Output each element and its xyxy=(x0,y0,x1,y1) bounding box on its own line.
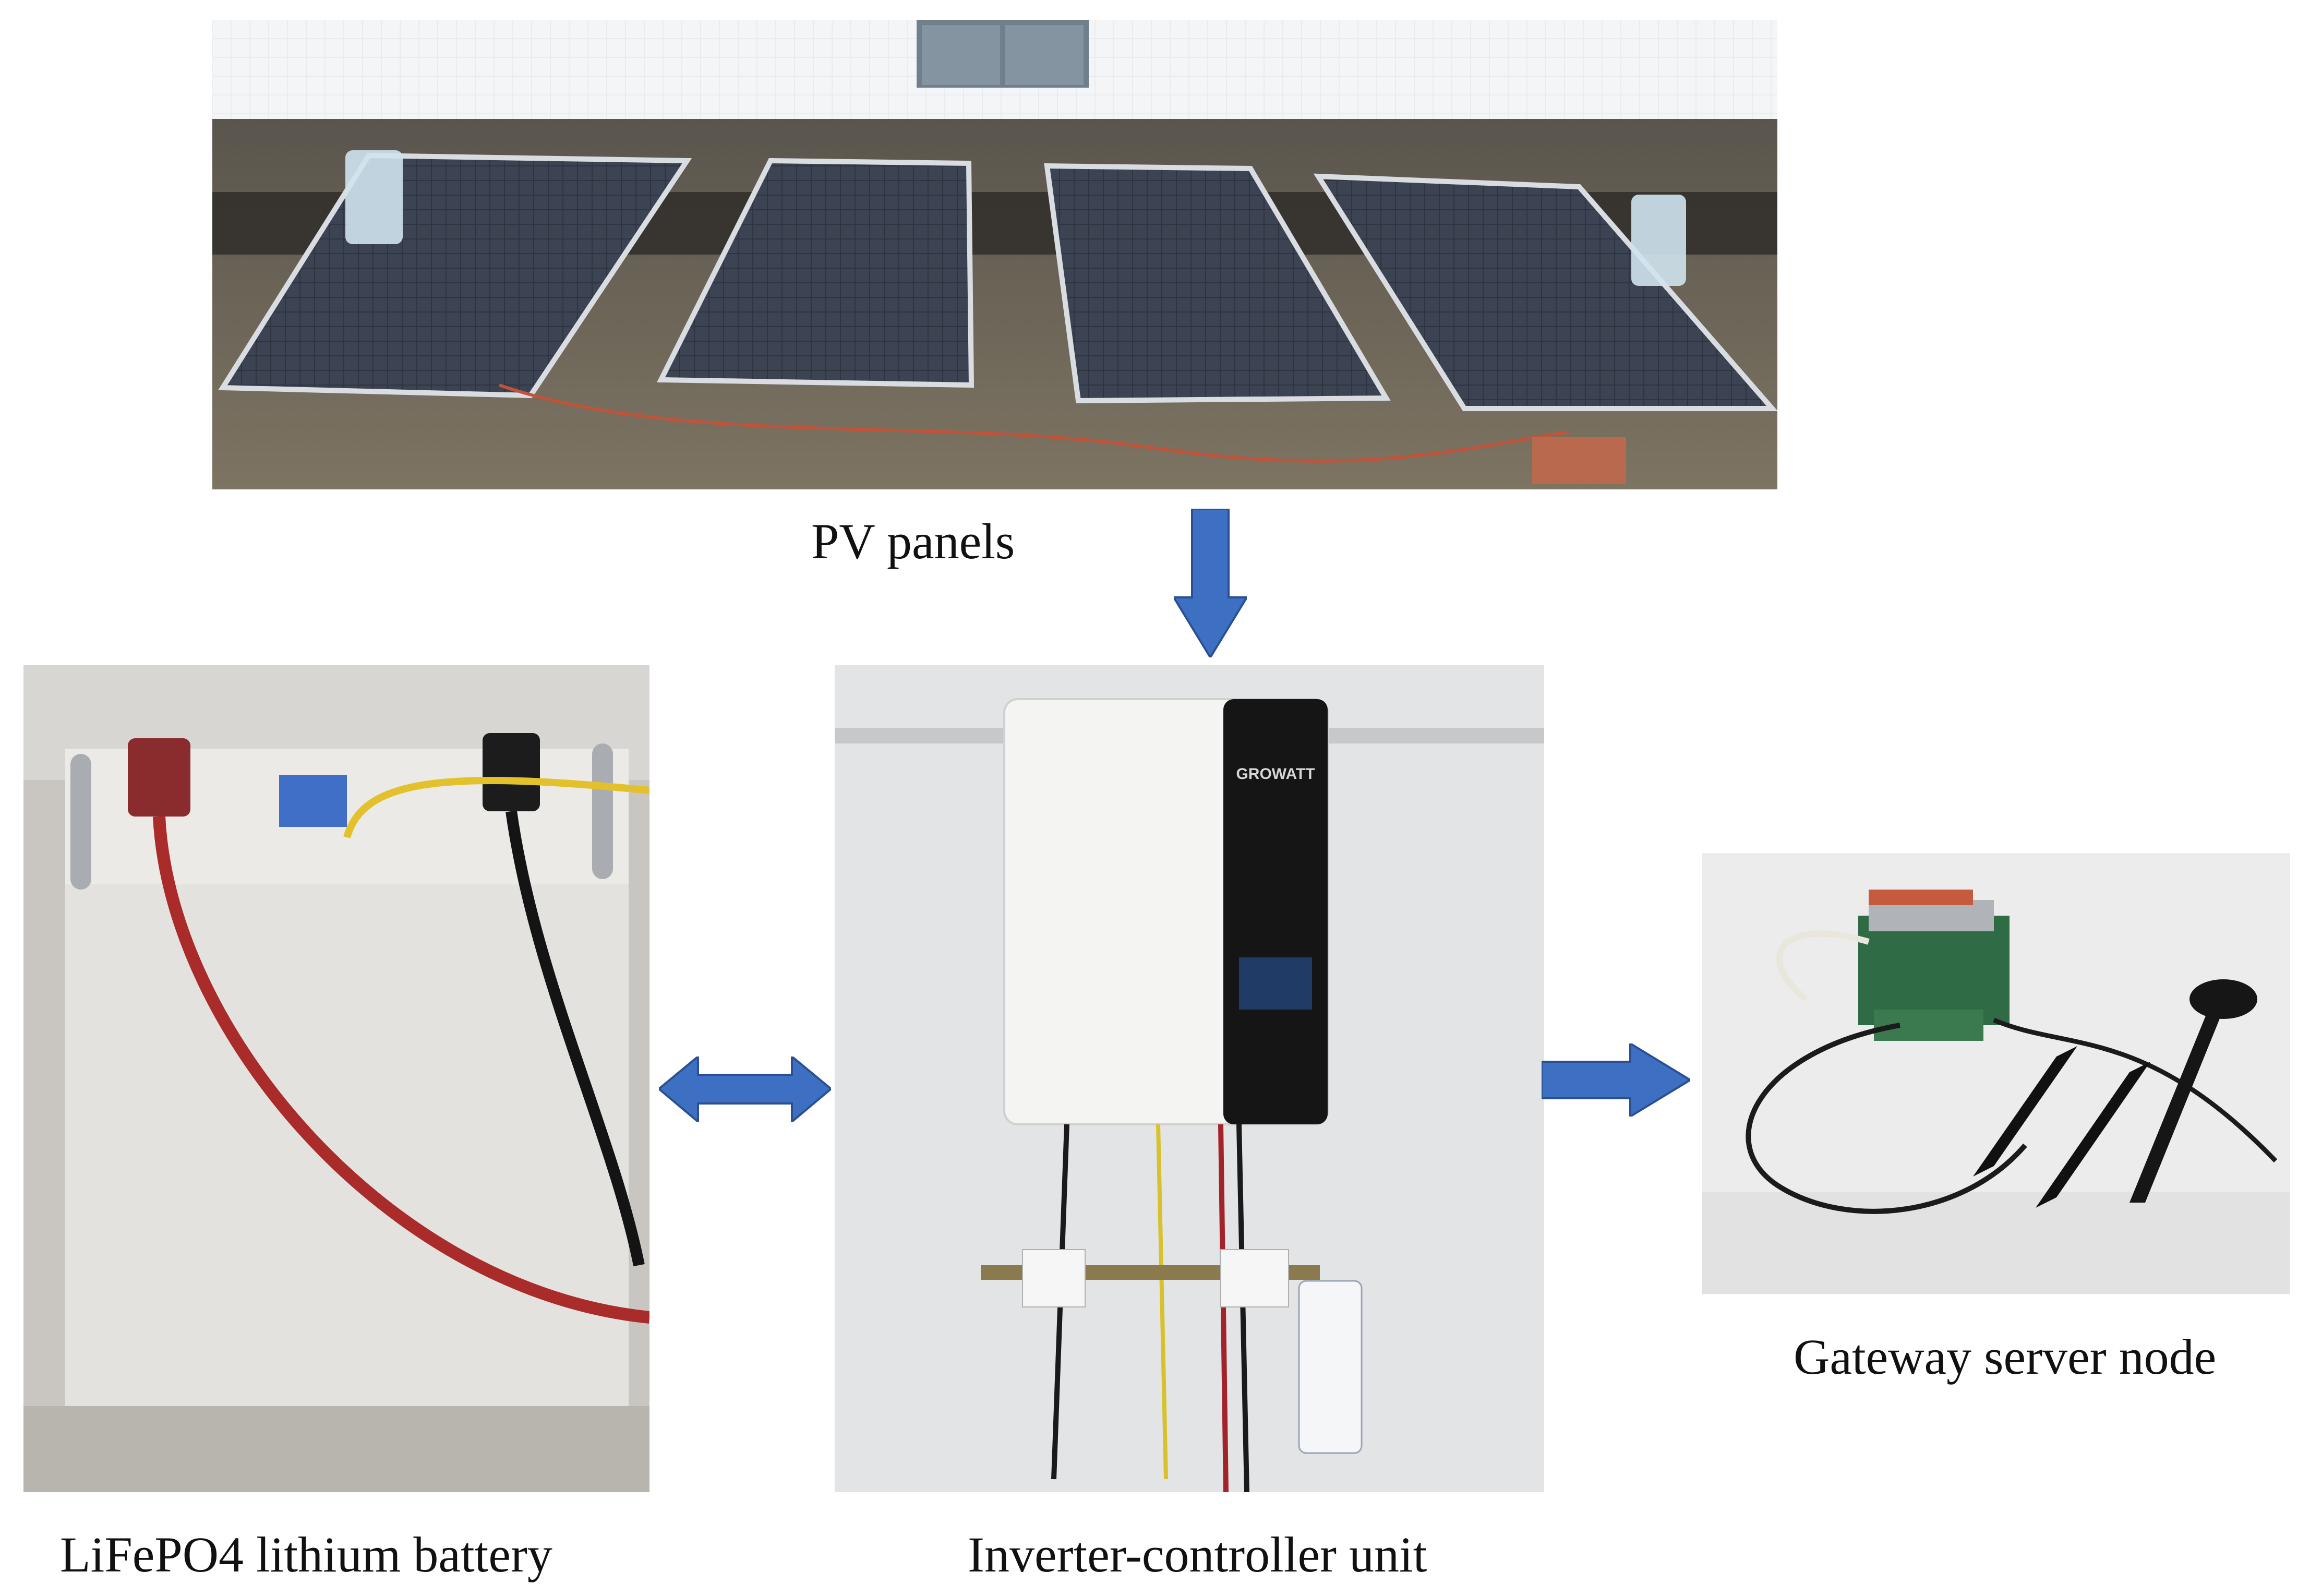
double-arrow-icon xyxy=(659,1057,831,1122)
battery-photo xyxy=(23,665,649,1492)
gateway-photo xyxy=(1702,853,2290,1294)
gateway-caption: Gateway server node xyxy=(1794,1329,2217,1385)
inverter-caption: Inverter-controller unit xyxy=(968,1527,1427,1582)
right-arrow-icon xyxy=(1542,1043,1690,1117)
inverter-photo: GROWATT xyxy=(835,665,1544,1492)
inverter-brand-label: GROWATT xyxy=(1236,765,1315,783)
battery-caption: LiFePO4 lithium battery xyxy=(60,1527,552,1582)
pv-panels-caption: PV panels xyxy=(811,513,1015,569)
pv-panels-photo xyxy=(212,20,1777,489)
down-arrow-icon xyxy=(1174,509,1247,657)
